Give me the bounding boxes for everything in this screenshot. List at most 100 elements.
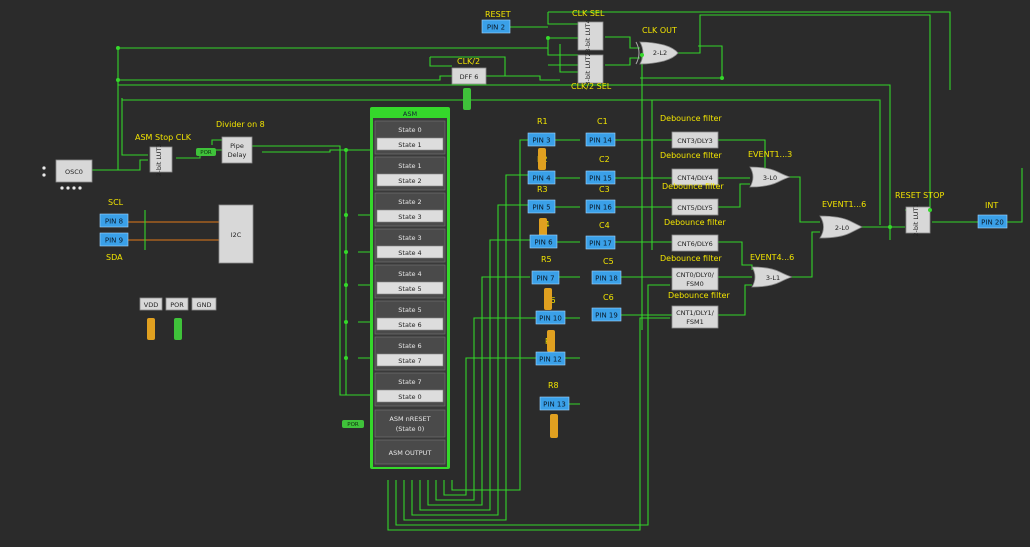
pin-10[interactable]: PIN 10 [535, 310, 566, 325]
cnt5-block[interactable] [671, 198, 719, 216]
pin-body [591, 270, 622, 285]
gnd-block[interactable] [191, 297, 217, 311]
pipe-delay-body [221, 136, 253, 164]
asm-next-state-button[interactable] [376, 245, 444, 259]
por-tag-label: POR [200, 150, 212, 156]
pin-label: PIN 5 [532, 204, 550, 212]
junction-dot [344, 250, 348, 254]
clk-sel-label: CLK SEL [572, 9, 605, 18]
pin-body [529, 234, 558, 249]
pin-15[interactable]: PIN 15 [585, 170, 616, 185]
pin-5[interactable]: PIN 5 [527, 199, 556, 214]
i2c-label: I2C [231, 231, 242, 239]
c1-label: C1 [597, 117, 608, 126]
pin-label: PIN 7 [536, 275, 554, 283]
cnt3-label: CNT3/DLY3 [677, 137, 713, 145]
asm-next-state-label: State 4 [398, 249, 421, 257]
cnt6-block[interactable] [671, 234, 719, 252]
pin-label: PIN 2 [487, 24, 505, 32]
lut2-body[interactable] [577, 54, 604, 84]
cnt6-label: CNT6/DLY6 [677, 240, 713, 248]
osc-output-dot[interactable] [65, 185, 71, 191]
debounce-blocks[interactable]: Debounce filter CNT3/DLY3 Debounce filte… [660, 114, 730, 329]
delay-label: Delay [228, 151, 247, 159]
lut1-body [905, 206, 931, 234]
pin-body [99, 232, 129, 247]
pin-label: PIN 8 [105, 218, 123, 226]
cnt0-block[interactable] [671, 267, 719, 291]
asm-next-state-button[interactable] [376, 389, 444, 403]
or-gate-2l0[interactable] [819, 215, 863, 239]
asm-state-name: State 4 [398, 270, 421, 278]
pin-20[interactable]: PIN 20 [977, 214, 1008, 229]
c6-label: C6 [603, 293, 614, 302]
osc-output-dot[interactable] [59, 185, 65, 191]
asm-title: ASM [403, 110, 417, 118]
cnt3-block[interactable] [671, 131, 719, 149]
pin-17[interactable]: PIN 17 [585, 235, 616, 250]
event16-label: EVENT1...6 [822, 200, 866, 209]
clk-div2-sel-label: CLK/2 SEL [571, 82, 612, 91]
i2c-block[interactable]: I2C SCL SDA [106, 198, 254, 264]
pin-19[interactable]: PIN 19 [591, 307, 622, 322]
asm-state-name: State 6 [398, 342, 421, 350]
or-gate-l0[interactable] [749, 166, 791, 188]
por-block[interactable] [165, 297, 189, 311]
cnt4-block[interactable] [671, 168, 719, 186]
asm-next-state-button[interactable] [376, 209, 444, 223]
asm-next-state-button[interactable] [376, 173, 444, 187]
pin-7[interactable]: PIN 7 [531, 270, 560, 285]
pin-6[interactable]: PIN 6 [529, 234, 558, 249]
osc-output-dot[interactable] [71, 185, 77, 191]
asm-next-state-label: State 5 [398, 285, 421, 293]
or-gate-l1[interactable] [751, 266, 793, 288]
pipe-delay-block[interactable]: Divider on 8 Pipe Delay POR [196, 120, 265, 164]
asm-next-state-button[interactable] [376, 281, 444, 295]
asm-output-box[interactable] [374, 439, 446, 465]
xor-gate-l2[interactable] [639, 41, 679, 65]
asm-nreset-box[interactable] [374, 409, 446, 438]
asm-next-state-button[interactable] [376, 317, 444, 331]
pin-8[interactable]: PIN 8 [99, 213, 129, 228]
pin-13[interactable]: PIN 13 [539, 396, 570, 411]
scl-label: SCL [108, 198, 124, 207]
lut2-label: 3-bit LUT2 [584, 52, 592, 85]
debounce-label: Debounce filter [660, 114, 722, 123]
asm-next-state-button[interactable] [376, 137, 444, 151]
osc-output-dot[interactable] [77, 185, 83, 191]
pin-9[interactable]: PIN 9 [99, 232, 129, 247]
asm-state-name: State 7 [398, 378, 421, 386]
pin-body [535, 351, 566, 366]
dff6-block[interactable]: CLK/2 DFF 6 [451, 57, 487, 110]
junction-dot [344, 320, 348, 324]
dff6-body [451, 67, 487, 85]
sda-label: SDA [106, 253, 123, 262]
clk-select-logic[interactable]: CLK SEL 3-bit LUT4 3-bit LUT2 CLK OUT 2-… [485, 9, 679, 91]
pin-label: PIN 4 [532, 175, 551, 183]
asm-next-state-button[interactable] [376, 353, 444, 367]
lut3-block[interactable]: ASM Stop CLK 2-bit LUT3 [135, 133, 192, 177]
pins: PIN 2 PIN 8 PIN 9 PIN 3 PIN 4 PIN 5 PIN … [99, 19, 1008, 411]
connection-dots [116, 36, 932, 360]
osc-input-dot[interactable] [41, 172, 47, 178]
pin-14[interactable]: PIN 14 [585, 132, 616, 147]
reset-stop-block[interactable]: RESET STOP 2-bit LUT1 INT [895, 191, 998, 237]
cnt1-block[interactable] [671, 305, 719, 329]
asm-state-name: State 5 [398, 306, 421, 314]
or-gates[interactable]: EVENT1...3 3-L0 EVENT4...6 3-L1 EVENT1..… [748, 150, 866, 288]
pin-body [535, 310, 566, 325]
pin-label: PIN 3 [532, 137, 550, 145]
pin-16[interactable]: PIN 16 [585, 199, 616, 214]
lut4-body[interactable] [577, 21, 604, 51]
pin-4[interactable]: PIN 4 [527, 170, 556, 185]
pin-12[interactable]: PIN 12 [535, 351, 566, 366]
osc-block[interactable]: OSC0 [41, 159, 93, 191]
osc-input-dot[interactable] [41, 165, 47, 171]
vdd-block[interactable] [139, 297, 163, 311]
pin-18[interactable]: PIN 18 [591, 270, 622, 285]
vdd-tag [147, 318, 155, 340]
pin-2[interactable]: PIN 2 [481, 19, 511, 34]
pin-3[interactable]: PIN 3 [527, 132, 556, 147]
